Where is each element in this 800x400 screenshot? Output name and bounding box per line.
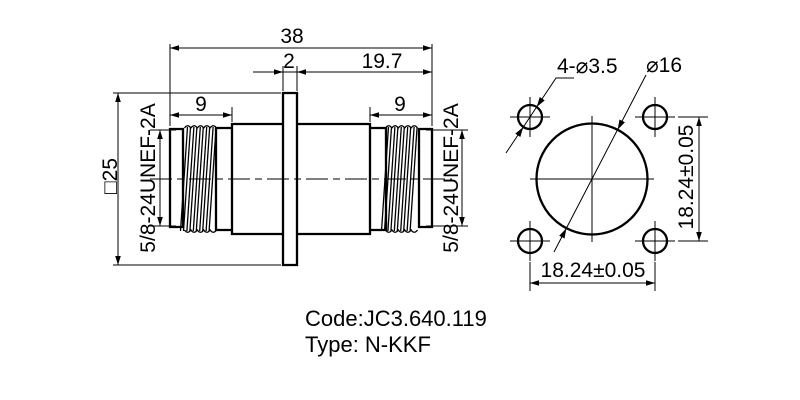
thread-spec-left-label: 5/8-24UNEF-2A xyxy=(137,103,160,252)
mounting-holes-label: 4-⌀3.5 xyxy=(557,55,618,78)
dim-right-length-label: 19.7 xyxy=(362,50,403,73)
thread-hatch-right xyxy=(380,125,419,233)
body-diameter-label: ⌀16 xyxy=(646,54,682,77)
dim-overall-length-label: 38 xyxy=(280,25,303,48)
title-block: Code:JC3.640.119 Type: N-KKF xyxy=(305,306,487,357)
part-code-label: Code:JC3.640.119 xyxy=(305,306,487,331)
dim-flange-thickness-label: 2 xyxy=(283,50,295,73)
dimension-lines xyxy=(113,44,468,266)
dim-flange-size-label: □25 xyxy=(99,158,122,194)
thread-spec-right-label: 5/8-24UNEF-2A xyxy=(440,103,463,252)
part-type-label: Type: N-KKF xyxy=(305,332,431,357)
dim-thread-length-left-label: 9 xyxy=(195,93,207,116)
hole-spacing-vertical-label: 18.24±0.05 xyxy=(675,125,698,230)
hole-spacing-horizontal-label: 18.24±0.05 xyxy=(541,259,646,282)
connector-outline xyxy=(168,91,434,267)
front-centerlines-and-dims xyxy=(505,74,708,291)
side-view: 38 2 19.7 9 9 □25 5/8-24UNEF-2A 5/8-24UN… xyxy=(99,25,468,267)
front-view: 4-⌀3.5 ⌀16 18.24±0.05 18.24±0.05 xyxy=(505,54,708,291)
thread-hatch-left xyxy=(179,125,218,233)
dim-thread-length-right-label: 9 xyxy=(394,93,406,116)
